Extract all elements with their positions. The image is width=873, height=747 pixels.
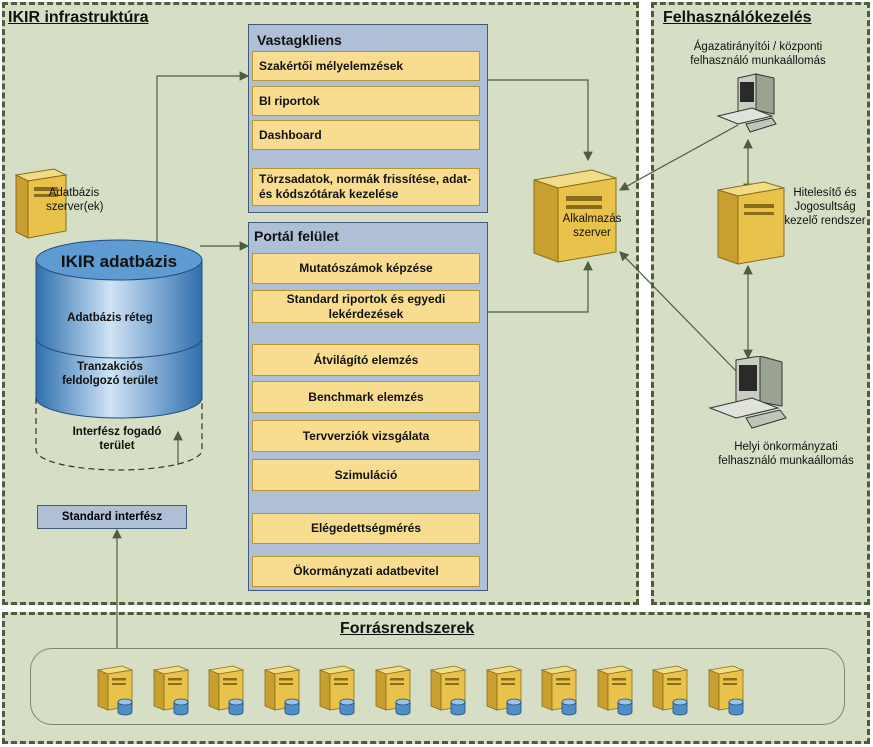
portal-item: Ökormányzati adatbevitel	[252, 556, 480, 587]
source-server-icon	[707, 662, 747, 718]
source-server-icon	[485, 662, 525, 718]
source-server-icon	[596, 662, 636, 718]
sources-title: Forrásrendszerek	[340, 620, 475, 637]
portal-item: Elégedettségmérés	[252, 513, 480, 544]
portal-item: Benchmark elemzés	[252, 381, 480, 413]
thick-client-item: Törzsadatok, normák frissítése, adat- és…	[252, 168, 480, 206]
source-server-icon	[429, 662, 469, 718]
database-title: IKIR adatbázis	[60, 252, 178, 271]
auth-server-label: Hitelesítő és Jogosultság kezelő rendsze…	[784, 187, 866, 227]
portal-item: Szimuláció	[252, 459, 480, 491]
local-workstation-icon	[706, 355, 792, 430]
central-workstation-label: Ágazatirányítói / központi felhasználó m…	[690, 41, 826, 67]
source-server-icon	[374, 662, 414, 718]
source-server-icon	[651, 662, 691, 718]
interface-layer-label: Interfész fogadó terület	[72, 426, 162, 452]
ikir-database-cylinder	[34, 238, 204, 478]
portal-title: Portál felület	[254, 228, 339, 244]
source-server-icon	[318, 662, 358, 718]
auth-server-icon	[714, 174, 786, 266]
db-server-icon	[10, 165, 68, 240]
transaction-layer-label: Tranzakciós feldolgozó terület	[62, 361, 158, 387]
portal-item: Mutatószámok képzése	[252, 253, 480, 284]
central-workstation-icon	[716, 72, 782, 134]
thick-client-title: Vastagkliens	[257, 32, 342, 48]
portal-item: Standard riportok és egyedi lekérdezések	[252, 290, 480, 323]
standard-interface-box: Standard interfész	[37, 505, 187, 529]
db-server-label: Adatbázis szerver(ek)	[46, 187, 104, 213]
thick-client-item: Dashboard	[252, 120, 480, 150]
portal-item: Átvilágító elemzés	[252, 344, 480, 376]
db-layer-label: Adatbázis réteg	[67, 312, 153, 324]
local-workstation-label: Helyi önkormányzati felhasználó munkaáll…	[718, 441, 854, 467]
source-server-icon	[540, 662, 580, 718]
thick-client-item: Szakértői mélyelemzések	[252, 51, 480, 81]
app-server-label: Alkalmazás szerver	[562, 213, 622, 239]
source-server-icon	[263, 662, 303, 718]
source-systems-track	[30, 648, 845, 725]
thick-client-item: BI riportok	[252, 86, 480, 116]
users-title: Felhasználókezelés	[663, 9, 812, 26]
infra-title: IKIR infrastruktúra	[8, 9, 149, 26]
source-server-icon	[152, 662, 192, 718]
app-server-icon	[530, 160, 620, 265]
source-server-icon	[207, 662, 247, 718]
portal-item: Tervverziók vizsgálata	[252, 420, 480, 452]
source-server-icon	[96, 662, 136, 718]
